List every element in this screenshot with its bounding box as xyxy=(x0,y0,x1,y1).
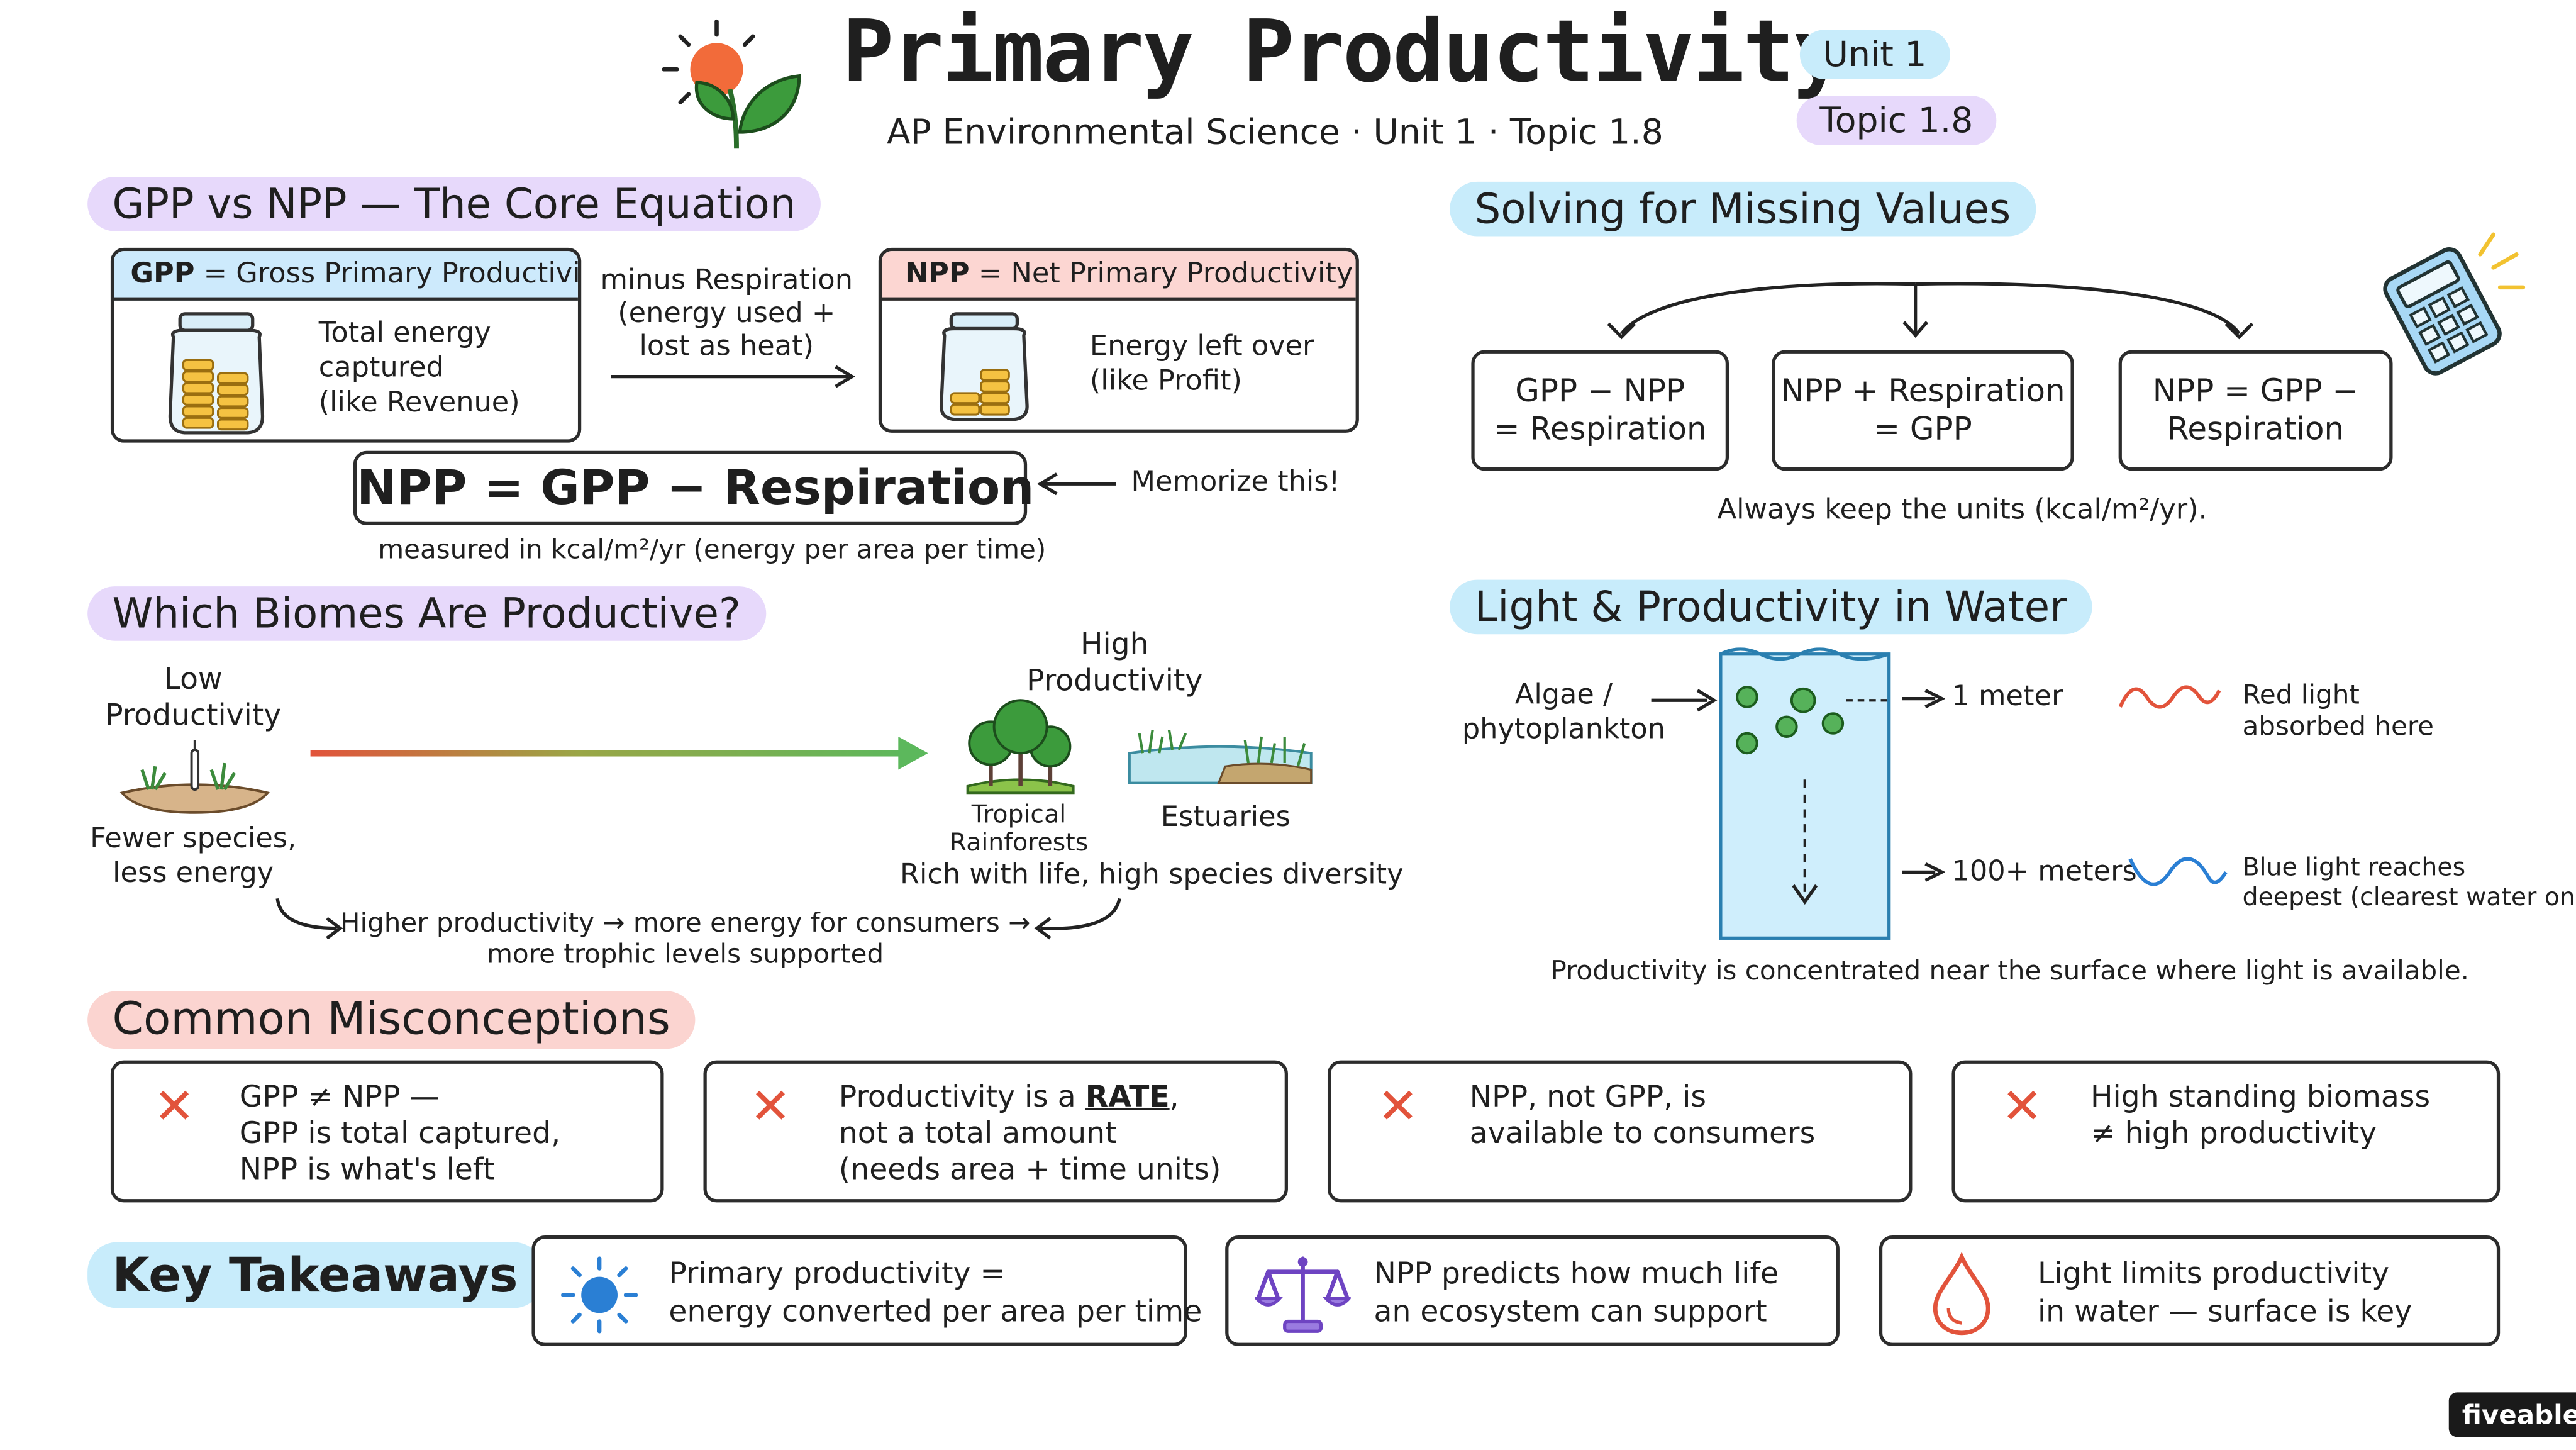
takeaway-card: Light limits productivity in water — sur… xyxy=(1879,1235,2501,1346)
branch-arrows xyxy=(1607,282,2254,340)
misconceptions-heading: Common Misconceptions xyxy=(87,991,696,1049)
depth-100m-label: 100+ meters xyxy=(1951,856,2137,889)
biomes-section-heading: Which Biomes Are Productive? xyxy=(87,586,766,641)
solve-npp-box: NPP = GPP − Respiration xyxy=(2118,350,2393,471)
light-note: Productivity is concentrated near the su… xyxy=(1550,954,2470,986)
npp-card: NPP = Net Primary Productivity Energy le… xyxy=(878,247,1359,433)
calculator-icon xyxy=(2383,232,2526,376)
low-productivity-desc: Fewer species, less energy xyxy=(90,822,297,891)
units-note: measured in kcal/m²/yr (energy per area … xyxy=(378,533,1046,565)
water-column xyxy=(1719,647,1891,940)
curved-arrow-left-icon xyxy=(1034,898,1121,940)
arrow-right-icon xyxy=(611,365,855,388)
misconception-card: ✕ High standing biomass ≠ high productiv… xyxy=(1951,1060,2501,1203)
misconception-card: ✕ GPP ≠ NPP — GPP is total captured, NPP… xyxy=(110,1060,664,1203)
high-productivity-label: High Productivity xyxy=(1026,627,1203,699)
memorize-note: Memorize this! xyxy=(1131,466,1340,499)
arrow-to-water-icon xyxy=(1651,689,1718,712)
water-drop-icon xyxy=(1933,1252,1990,1336)
units-reminder: Always keep the units (kcal/m²/yr). xyxy=(1717,494,2207,527)
x-icon: ✕ xyxy=(1377,1078,1419,1137)
red-light-label: Red light absorbed here xyxy=(2242,679,2434,742)
misconception-card: ✕ NPP, not GPP, is available to consumer… xyxy=(1327,1060,1913,1203)
npp-card-header: NPP = Net Primary Productivity xyxy=(882,251,1356,301)
coin-jar-full-icon xyxy=(168,312,265,435)
x-icon: ✕ xyxy=(153,1078,196,1137)
rainforest-icon xyxy=(966,699,1075,795)
npp-description: Energy left over (like Profit) xyxy=(1089,330,1314,398)
red-wave-icon xyxy=(2118,685,2221,709)
brand-logo: fiveable xyxy=(2448,1392,2576,1437)
arrow-depth-1-icon xyxy=(1902,689,1945,709)
core-equation: NPP = GPP − Respiration xyxy=(353,450,1034,525)
misconception-text: High standing biomass ≠ high productivit… xyxy=(2090,1080,2431,1152)
productivity-gradient-arrow xyxy=(310,737,928,770)
solve-gpp-box: NPP + Respiration = GPP xyxy=(1772,350,2074,471)
misconception-text: NPP, not GPP, is available to consumers xyxy=(1469,1080,1816,1152)
estuary-label: Estuaries xyxy=(1160,801,1291,834)
topic-badge: Topic 1.8 xyxy=(1796,96,1997,146)
takeaway-text: Primary productivity = energy converted … xyxy=(669,1257,1202,1330)
high-productivity-desc: Rich with life, high species diversity xyxy=(899,859,1404,892)
misconception-text: Productivity is a RATE, not a total amou… xyxy=(838,1080,1221,1188)
misconception-text: GPP ≠ NPP — GPP is total captured, NPP i… xyxy=(239,1080,561,1188)
minus-respiration-text: minus Respiration (energy used + lost as… xyxy=(600,264,853,364)
rainforest-label: Tropical Rainforests xyxy=(949,799,1089,857)
curved-arrow-right-icon xyxy=(275,898,343,940)
gpp-card: GPP = Gross Primary Productivity Total e… xyxy=(110,247,582,443)
misconception-card: ✕ Productivity is a RATE, not a total am… xyxy=(703,1060,1288,1203)
low-productivity-label: Low Productivity xyxy=(105,662,282,733)
takeaway-card: Primary productivity = energy converted … xyxy=(531,1235,1202,1346)
x-icon: ✕ xyxy=(750,1078,792,1137)
arrow-left-icon xyxy=(1037,472,1116,496)
blue-light-label: Blue light reaches deepest (clearest wat… xyxy=(2242,852,2576,912)
unit-badge: Unit 1 xyxy=(1799,30,1950,80)
takeaway-text: NPP predicts how much life an ecosystem … xyxy=(1374,1257,1779,1330)
desert-icon xyxy=(119,740,270,814)
arrow-depth-2-icon xyxy=(1902,862,1945,882)
coin-jar-partial-icon xyxy=(939,312,1029,421)
page-subtitle: AP Environmental Science · Unit 1 · Topi… xyxy=(886,112,1663,152)
blue-wave-icon xyxy=(2128,857,2228,886)
light-section-heading: Light & Productivity in Water xyxy=(1450,579,2092,635)
scale-icon xyxy=(1255,1256,1351,1333)
gpp-section-heading: GPP vs NPP — The Core Equation xyxy=(87,176,821,231)
depth-1m-label: 1 meter xyxy=(1951,680,2063,714)
estuary-icon xyxy=(1128,730,1313,784)
takeaway-text: Light limits productivity in water — sur… xyxy=(2037,1257,2412,1330)
takeaways-heading: Key Takeaways xyxy=(87,1242,543,1308)
solve-respiration-box: GPP − NPP = Respiration xyxy=(1471,350,1729,471)
x-icon: ✕ xyxy=(2001,1078,2043,1137)
gpp-description: Total energy captured (like Revenue) xyxy=(318,317,520,420)
sun-icon xyxy=(561,1256,638,1334)
sun-plant-icon xyxy=(662,19,801,149)
gpp-card-header: GPP = Gross Primary Productivity xyxy=(114,251,578,301)
algae-label: Algae / phytoplankton xyxy=(1462,679,1666,747)
takeaway-card: NPP predicts how much life an ecosystem … xyxy=(1225,1235,1840,1346)
solving-section-heading: Solving for Missing Values xyxy=(1450,181,2036,237)
trophic-flow-note: Higher productivity → more energy for co… xyxy=(340,906,1031,970)
page-title: Primary Productivity xyxy=(842,3,1845,103)
